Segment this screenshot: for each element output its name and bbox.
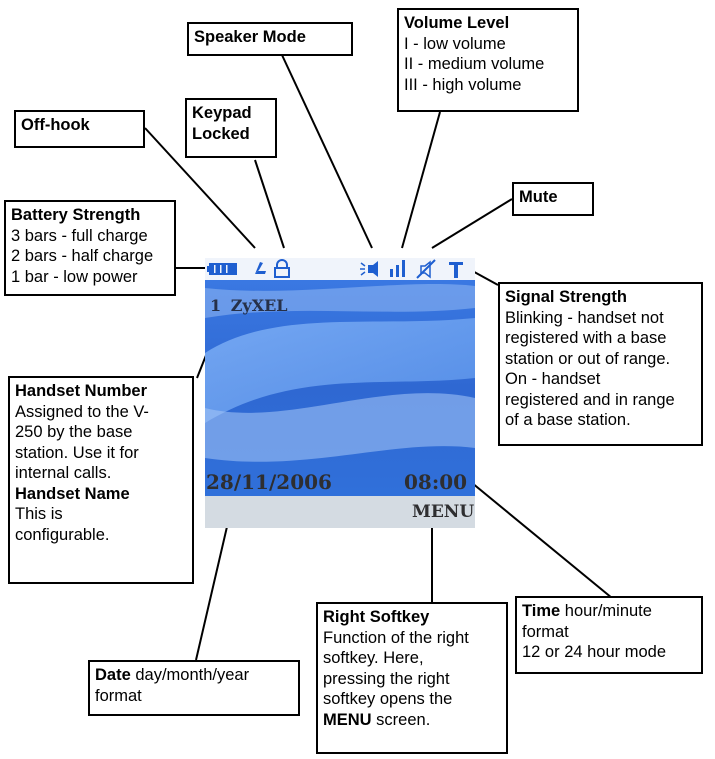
callout-line: I - low volume: [404, 34, 506, 53]
callout-line: 12 or 24 hour mode: [522, 643, 667, 661]
time-rest: hour/minute: [560, 602, 652, 620]
callout-time: Time hour/minute format 12 or 24 hour mo…: [515, 596, 703, 674]
callout-volume-level: Volume Level I - low volume II - medium …: [397, 8, 579, 112]
callout-handset-number: Handset Number Assigned to the V- 250 by…: [8, 376, 194, 584]
callout-line: 2 bars - half charge: [11, 247, 154, 265]
callout-line: 1 bar - low power: [11, 267, 138, 286]
leader-time: [465, 477, 613, 599]
callout-title-line2: Locked: [192, 124, 250, 143]
callout-mute: Mute: [512, 182, 594, 216]
callout-line: pressing the right: [323, 669, 450, 688]
speaker-icon: [360, 261, 378, 277]
screen-menu-softkey: MENU: [412, 502, 475, 522]
callout-first-line: Time hour/minute: [522, 601, 696, 622]
keypad-lock-icon: [274, 259, 290, 278]
date-rest: day/month/year: [130, 666, 250, 684]
date-bold: Date: [95, 666, 131, 684]
callout-title-2: Handset Name: [15, 484, 130, 503]
callout-title: Volume Level: [404, 14, 510, 32]
callout-signal-strength: Signal Strength Blinking - handset not r…: [498, 282, 703, 446]
volume-bars-icon: [390, 260, 405, 277]
callout-line: registered and in range: [505, 390, 675, 409]
callout-line: softkey. Here,: [323, 649, 424, 667]
callout-title: Off-hook: [21, 116, 90, 134]
callout-battery-strength: Battery Strength 3 bars - full charge 2 …: [4, 200, 176, 296]
menu-rest: screen.: [371, 710, 431, 729]
callout-title-line1: Keypad: [192, 104, 252, 122]
callout-line: format: [522, 622, 569, 641]
callout-date: Date day/month/year format: [88, 660, 300, 716]
leader-volume-level: [401, 111, 441, 249]
screen-handset-number: 1: [210, 296, 222, 315]
leader-mute: [431, 198, 513, 249]
callout-line: On - handset: [505, 370, 601, 388]
callout-line: 250 by the base: [15, 423, 133, 441]
callout-right-softkey: Right Softkey Function of the right soft…: [316, 602, 508, 754]
callout-line: registered with a base: [505, 329, 667, 347]
callout-line: Assigned to the V-: [15, 402, 149, 421]
screen-handset-name: ZyXEL: [230, 296, 288, 315]
battery-icon: [207, 263, 237, 275]
leader-keypad-locked: [254, 159, 285, 249]
callout-first-line: Date day/month/year: [95, 665, 293, 686]
callout-line: station. Use it for: [15, 443, 139, 462]
callout-title: Speaker Mode: [194, 28, 306, 46]
callout-line-last: MENU screen.: [323, 710, 501, 731]
time-bold: Time: [522, 602, 561, 620]
callout-line: This is: [15, 505, 63, 523]
callout-keypad-locked: Keypad Locked: [185, 98, 277, 158]
callout-line: 3 bars - full charge: [11, 226, 148, 245]
callout-line: Function of the right: [323, 628, 469, 647]
callout-title: Right Softkey: [323, 608, 430, 626]
handset-lcd-screen: [205, 258, 475, 528]
off-hook-icon: [255, 262, 266, 274]
callout-speaker-mode: Speaker Mode: [187, 22, 353, 56]
callout-off-hook: Off-hook: [14, 110, 145, 148]
mute-icon: [416, 259, 436, 279]
callout-line: III - high volume: [404, 75, 522, 94]
callout-line: Blinking - handset not: [505, 308, 664, 327]
callout-title: Battery Strength: [11, 206, 141, 224]
callout-title: Handset Number: [15, 382, 148, 400]
screen-time: 08:00: [404, 470, 468, 494]
screen-handset-id: 1 ZyXEL: [210, 296, 288, 315]
leader-speaker-mode: [281, 54, 373, 249]
callout-line: of a base station.: [505, 411, 631, 429]
callout-line: softkey opens the: [323, 690, 453, 708]
signal-antenna-icon: [449, 262, 463, 278]
screen-date: 28/11/2006: [206, 470, 332, 494]
callout-line: configurable.: [15, 525, 110, 544]
callout-line: internal calls.: [15, 464, 112, 482]
callout-line: station or out of range.: [505, 349, 671, 368]
callout-line: II - medium volume: [404, 55, 545, 73]
callout-title: Mute: [519, 188, 558, 206]
menu-bold: MENU: [323, 710, 372, 729]
callout-line: format: [95, 686, 142, 705]
callout-title: Signal Strength: [505, 288, 627, 306]
